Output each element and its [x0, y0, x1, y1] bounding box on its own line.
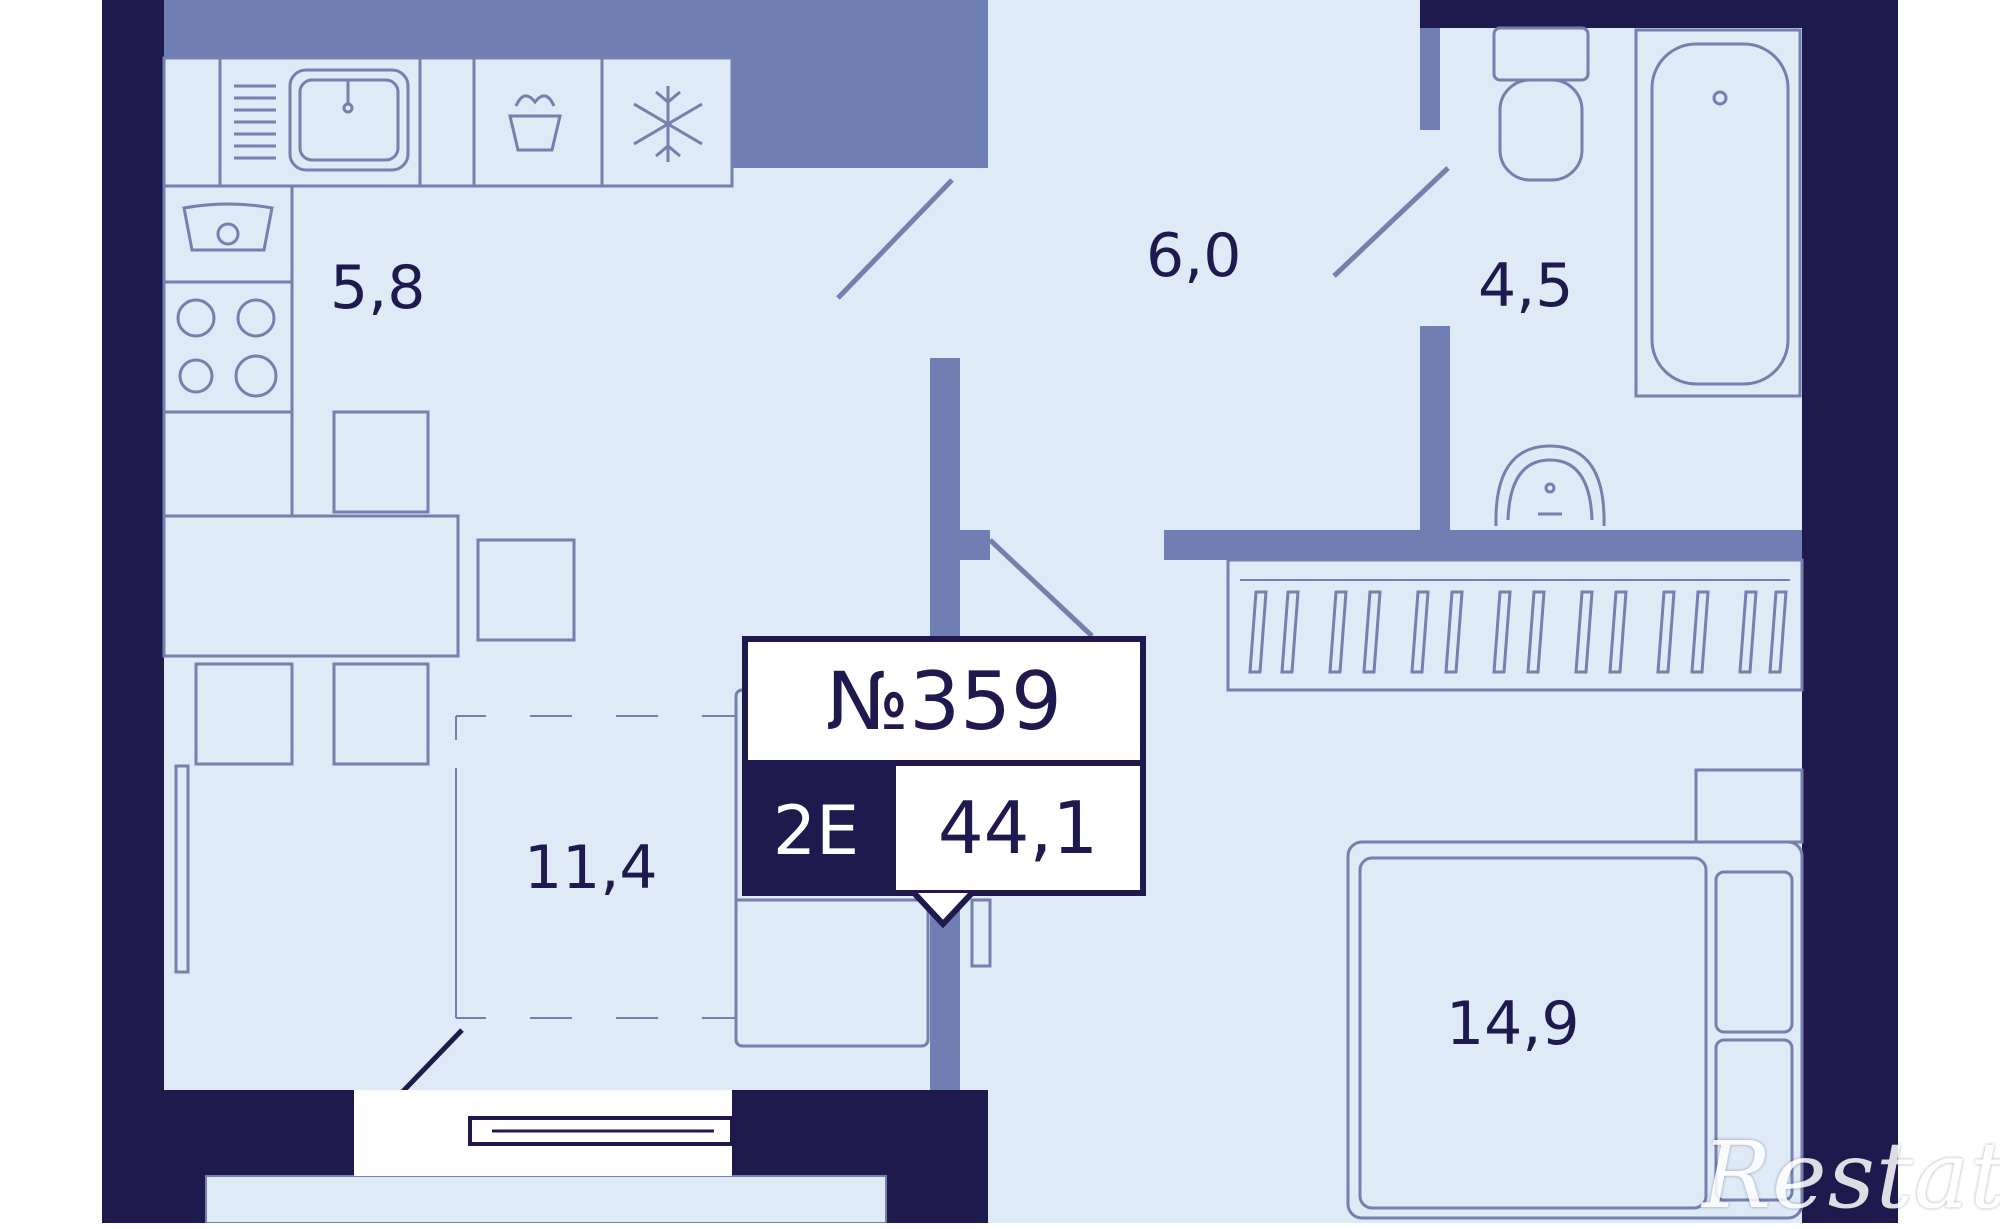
wardrobe	[1226, 558, 1804, 692]
stove-icon	[176, 298, 278, 398]
snowflake-icon	[633, 86, 703, 162]
bathtub-icon	[1634, 28, 1802, 398]
room-area-hall: 6,0	[1146, 221, 1242, 291]
room-area-living: 11,4	[524, 833, 658, 903]
outer-wall-left	[102, 0, 164, 1223]
room-area-bedroom: 14,9	[1446, 989, 1580, 1059]
unit-info-card: №359 2Е 44,1	[742, 636, 1146, 896]
inner-wall-top-right-cap	[1420, 0, 1802, 28]
dishwasher-icon	[182, 202, 274, 252]
washing-icon	[508, 94, 562, 152]
unit-number: №359	[742, 636, 1146, 766]
room-area-kitchen: 5,8	[330, 253, 426, 323]
unit-type-badge: 2Е	[742, 766, 890, 896]
balcony-floor	[205, 1175, 887, 1223]
card-pointer	[911, 890, 975, 929]
sink-icon	[234, 68, 410, 172]
inner-wall-top-right	[1420, 0, 1440, 130]
door-bedroom	[988, 538, 1094, 638]
inner-wall-bathroom-mid	[1420, 326, 1450, 538]
inner-wall-bathroom-bottom	[1164, 530, 1802, 560]
outer-wall-right	[1802, 0, 1898, 1223]
inner-wall-top-block	[732, 58, 988, 168]
dining-set	[194, 410, 576, 766]
toilet-icon	[1492, 26, 1590, 182]
bed	[1346, 768, 1804, 1220]
kitchen-counter	[162, 56, 734, 658]
balcony-window	[468, 1116, 734, 1146]
inner-wall-top-left	[164, 0, 988, 58]
balcony-door-frame	[354, 1090, 732, 1176]
room-area-bathroom: 4,5	[1478, 251, 1574, 321]
watermark-logo: Restate	[1702, 1122, 2000, 1229]
unit-total-area: 44,1	[890, 766, 1146, 896]
living-zone	[174, 688, 992, 1048]
washbasin-icon	[1494, 444, 1606, 527]
door-kitchen	[836, 178, 954, 300]
floor-corridor-bottom	[988, 1090, 1802, 1223]
door-bathroom	[1332, 166, 1450, 278]
inner-wall-center-stub	[960, 530, 990, 560]
